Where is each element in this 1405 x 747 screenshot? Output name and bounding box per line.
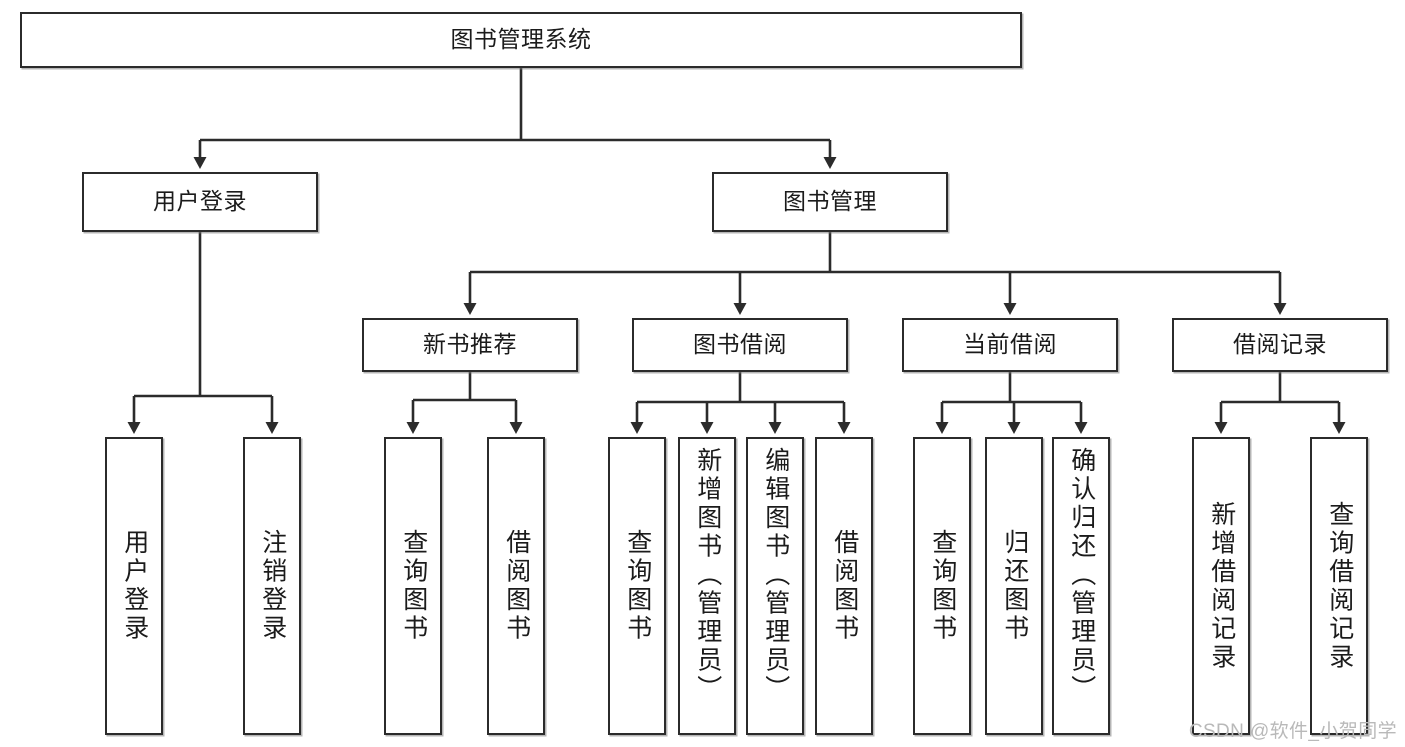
node-leaf-add-record[interactable]: 新增借阅记录: [1192, 437, 1250, 735]
node-book-borrow[interactable]: 图书借阅: [632, 318, 848, 372]
node-leaf-user-login-label: 用户登录: [120, 529, 149, 643]
wire-borrowrecord-to-leaves: [1214, 372, 1346, 434]
node-leaf-add-record-label: 新增借阅记录: [1207, 500, 1236, 672]
node-leaf-borrow-book-2-label: 借阅图书: [830, 529, 859, 643]
node-user-login-label: 用户登录: [153, 188, 247, 215]
node-leaf-query-book-2-label: 查询图书: [623, 529, 652, 643]
node-leaf-logout-label: 注销登录: [258, 529, 287, 643]
node-book-manage-label: 图书管理: [783, 188, 877, 215]
node-book-manage[interactable]: 图书管理: [712, 172, 948, 232]
node-leaf-confirm-return[interactable]: 确认归还（管理员）: [1052, 437, 1110, 735]
node-leaf-borrow-book-1-label: 借阅图书: [502, 529, 531, 643]
node-leaf-edit-book[interactable]: 编辑图书（管理员）: [746, 437, 804, 735]
wire-userlogin-to-leaves: [127, 232, 279, 434]
node-leaf-query-book-1-label: 查询图书: [399, 529, 428, 643]
node-leaf-borrow-book-2[interactable]: 借阅图书: [815, 437, 873, 735]
node-leaf-query-book-3[interactable]: 查询图书: [913, 437, 971, 735]
node-current-borrow-label: 当前借阅: [963, 331, 1057, 358]
csdn-watermark: CSDN @软件_小贺同学: [1188, 721, 1397, 742]
node-borrow-record-label: 借阅记录: [1233, 331, 1327, 358]
node-current-borrow[interactable]: 当前借阅: [902, 318, 1118, 372]
node-leaf-query-record-label: 查询借阅记录: [1325, 500, 1354, 672]
node-leaf-add-book-label: 新增图书（管理员）: [693, 447, 722, 704]
node-user-login[interactable]: 用户登录: [82, 172, 318, 232]
node-leaf-query-book-1[interactable]: 查询图书: [384, 437, 442, 735]
node-leaf-edit-book-label: 编辑图书（管理员）: [761, 447, 790, 704]
wire-currentborrow-to-leaves: [935, 372, 1088, 434]
node-leaf-query-record[interactable]: 查询借阅记录: [1310, 437, 1368, 735]
node-new-book-recommend-label: 新书推荐: [423, 331, 517, 358]
wire-booksmanage-to-level3: [463, 232, 1287, 315]
wire-newbook-to-leaves: [406, 372, 523, 434]
node-new-book-recommend[interactable]: 新书推荐: [362, 318, 578, 372]
node-borrow-record[interactable]: 借阅记录: [1172, 318, 1388, 372]
node-leaf-query-book-2[interactable]: 查询图书: [608, 437, 666, 735]
node-root-label: 图书管理系统: [450, 26, 592, 53]
node-leaf-confirm-return-label: 确认归还（管理员）: [1067, 447, 1096, 704]
node-book-borrow-label: 图书借阅: [693, 331, 787, 358]
node-leaf-add-book[interactable]: 新增图书（管理员）: [678, 437, 736, 735]
node-leaf-borrow-book-1[interactable]: 借阅图书: [487, 437, 545, 735]
node-root[interactable]: 图书管理系统: [20, 12, 1022, 68]
node-leaf-return-book-label: 归还图书: [1000, 529, 1029, 643]
node-leaf-query-book-3-label: 查询图书: [928, 529, 957, 643]
wire-bookborrow-to-leaves: [630, 372, 851, 434]
node-leaf-user-login[interactable]: 用户登录: [105, 437, 163, 735]
node-leaf-return-book[interactable]: 归还图书: [985, 437, 1043, 735]
node-leaf-logout[interactable]: 注销登录: [243, 437, 301, 735]
wire-root-to-level2: [193, 68, 837, 169]
